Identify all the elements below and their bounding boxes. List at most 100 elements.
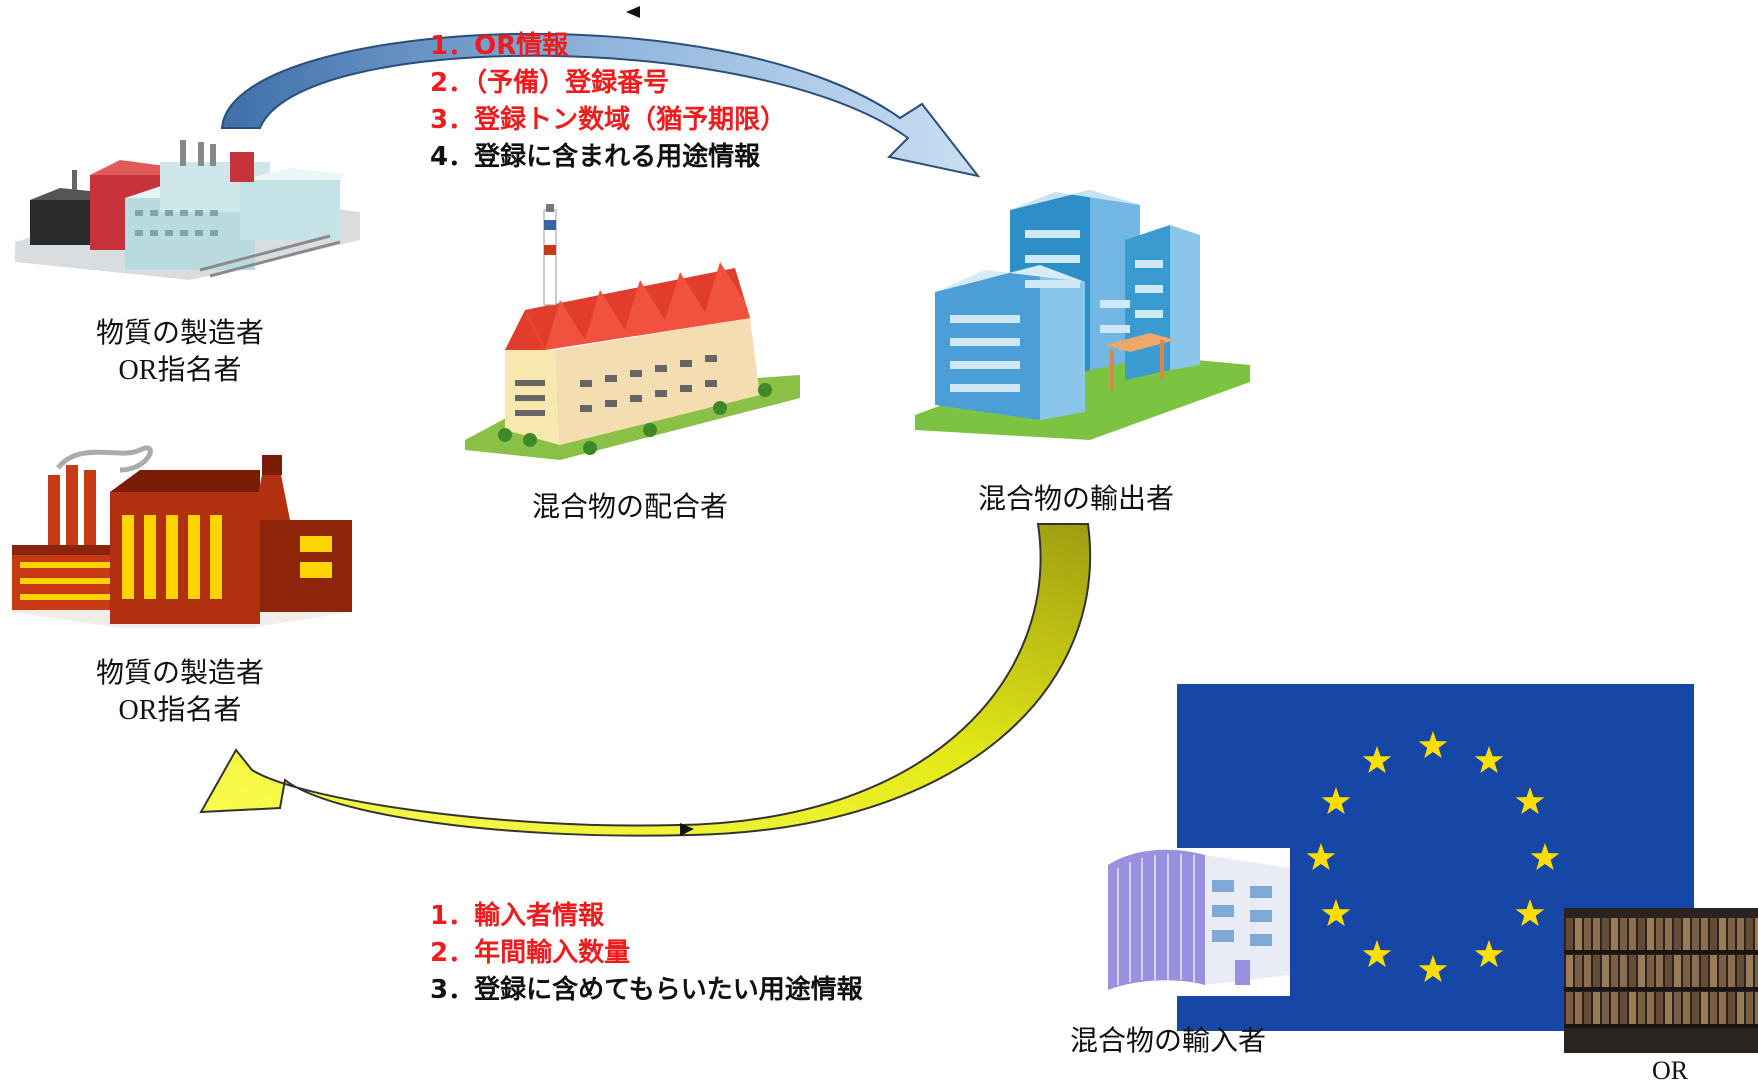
manufacturer-top-caption: 物質の製造者 OR指名者 [60,314,300,390]
archive-binder-icon [1737,955,1744,987]
bottom-flow-list: 1．輸入者情報 2．年間輸入数量 3．登録に含めてもらいたい用途情報 [430,898,863,1009]
archive-binder-icon [1593,918,1600,950]
archive-binder-icon [1656,992,1663,1024]
or-caption: OR [1651,1056,1689,1085]
archive-binder-icon [1692,918,1699,950]
archive-binder-icon [1746,992,1753,1024]
archive-binder-icon [1647,992,1654,1024]
eu-star-icon [1321,899,1351,927]
bottom-flow-item-1: 1．輸入者情報 [430,901,605,931]
archive-shelf [1564,950,1758,954]
bottom-flow-item-3: 3．登録に含めてもらいたい用途情報 [430,975,863,1005]
archive-binder-icon [1611,918,1618,950]
archive-binder-icon [1575,955,1582,987]
archive-binder-icon [1611,955,1618,987]
archive-binder-icon [1746,918,1753,950]
top-arrow-tip-icon [626,6,640,18]
archive-binder-icon [1602,992,1609,1024]
archive-binder-icon [1629,918,1636,950]
eu-star-icon [1530,843,1560,871]
archive-binder-icon [1656,955,1663,987]
archive-binder-icon [1719,992,1726,1024]
archive-binder-icon [1647,918,1654,950]
archive-binder-icon [1701,955,1708,987]
eu-star-icon [1306,843,1336,871]
archive-binder-icon [1575,992,1582,1024]
manufacturer-top-line2: OR指名者 [118,355,242,386]
archive-binder-icon [1674,918,1681,950]
archive-binder-icon [1665,992,1672,1024]
formulator-caption: 混合物の配合者 [531,490,728,523]
archive-binder-icon [1746,955,1753,987]
archive-binder-icon [1737,992,1744,1024]
archive-shelf [1564,987,1758,991]
archive-binder-icon [1728,918,1735,950]
eu-star-icon [1515,787,1545,815]
top-flow-item-2: 2．（予備）登録番号 [430,68,670,98]
archive-binder-icon [1638,992,1645,1024]
eu-star-icon [1474,940,1504,968]
archive-binder-icon [1575,918,1582,950]
eu-star-icon [1418,731,1448,759]
archive-binder-icon [1629,955,1636,987]
manufacturer-top-line1: 物質の製造者 [95,316,264,349]
eu-star-icon [1515,899,1545,927]
top-flow-arrow [220,32,981,178]
archive-binder-icon [1701,992,1708,1024]
top-flow-item-1: 1．OR情報 [430,31,569,61]
importer-caption: 混合物の輸入者 [1069,1024,1266,1057]
archive-binder-icon [1737,918,1744,950]
archive-binder-icon [1728,955,1735,987]
manufacturer-bottom-line2: OR指名者 [118,695,242,726]
archive-binder-icon [1620,918,1627,950]
archive-binder-icon [1602,918,1609,950]
archive-binder-icon [1602,955,1609,987]
archive-binder-icon [1683,992,1690,1024]
eu-star-icon [1418,955,1448,983]
archive-binder-icon [1593,955,1600,987]
archive-binder-icon [1584,992,1591,1024]
archive-binder-icon [1692,955,1699,987]
archive-binder-icon [1755,918,1758,950]
archive-binder-icon [1593,992,1600,1024]
archive-binder-icon [1638,955,1645,987]
archive-binder-icon [1701,918,1708,950]
top-flow-list: 1．OR情報 2．（予備）登録番号 3．登録トン数域（猶予期限） 4．登録に含ま… [430,28,786,176]
archive-binder-icon [1566,955,1573,987]
eu-star-icon [1474,746,1504,774]
archive-binder-icon [1584,955,1591,987]
archive-binder-icon [1719,918,1726,950]
archive-binder-icon [1710,992,1717,1024]
manufacturer-bottom-line1: 物質の製造者 [95,656,264,689]
archive-binder-icon [1674,992,1681,1024]
archive-binder-icon [1719,955,1726,987]
archive-binder-icon [1584,918,1591,950]
archive-binder-icon [1629,992,1636,1024]
top-flow-item-3: 3．登録トン数域（猶予期限） [430,105,787,135]
archive-binder-icon [1566,918,1573,950]
archive-binder-icon [1566,992,1573,1024]
manufacturer-bottom-caption: 物質の製造者 OR指名者 [60,654,300,730]
archive-binder-icon [1620,992,1627,1024]
archive-binder-icon [1620,955,1627,987]
eu-star-icon [1321,787,1351,815]
archive-binder-icon [1692,992,1699,1024]
exporter-caption: 混合物の輸出者 [977,482,1174,515]
archive-binder-icon [1710,955,1717,987]
bottom-flow-arrow [199,523,1092,837]
archive-binder-icon [1656,918,1663,950]
archive-binder-icon [1647,955,1654,987]
eu-star-icon [1362,746,1392,774]
archive-binder-icon [1755,955,1758,987]
archive-binder-icon [1674,955,1681,987]
top-flow-item-4: 4．登録に含まれる用途情報 [430,142,761,172]
archive-binder-icon [1710,918,1717,950]
archive-binder-icon [1665,918,1672,950]
